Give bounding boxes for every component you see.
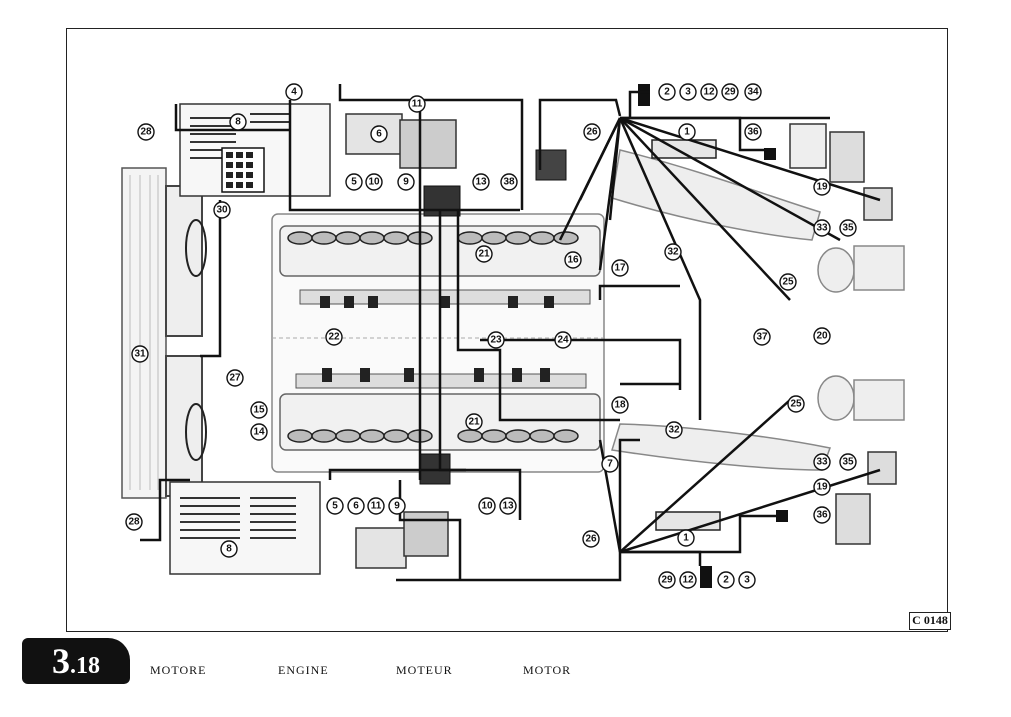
callout-label: 35 [842, 457, 854, 468]
callout-label: 5 [351, 177, 357, 188]
callout-label: 18 [614, 400, 626, 411]
callout-label: 31 [134, 349, 146, 360]
callout-label: 20 [816, 331, 828, 342]
fan-upper [165, 185, 203, 337]
callout-label: 6 [353, 501, 359, 512]
callout-label: 9 [403, 177, 409, 188]
callout-label: 26 [586, 127, 598, 138]
callout-label: 16 [567, 255, 579, 266]
callout-label: 11 [371, 501, 382, 512]
control-unit-lower [169, 481, 321, 575]
callout-label: 3 [685, 87, 691, 98]
callout-label: 34 [747, 87, 759, 98]
callout-label: 19 [816, 482, 828, 493]
section-minor: .18 [70, 653, 100, 679]
fan-lower [165, 355, 203, 497]
radiator [121, 167, 167, 499]
callout-label: 30 [216, 205, 228, 216]
callout-label: 29 [724, 87, 736, 98]
throttle-body-lower [355, 527, 407, 569]
exhaust-system [611, 149, 905, 471]
callout-label: 4 [291, 87, 297, 98]
connector-block-bottom [700, 566, 712, 588]
callout-label: 36 [816, 510, 828, 521]
callout-label: 1 [683, 533, 689, 544]
callout-label: 21 [478, 249, 490, 260]
callouts [125, 83, 857, 589]
callout-label: 22 [328, 332, 340, 343]
callout-label: 32 [668, 425, 680, 436]
callout-label: 33 [816, 223, 828, 234]
callout-label: 14 [253, 427, 265, 438]
callout-label: 2 [664, 87, 670, 98]
callout-label: 32 [667, 247, 679, 258]
callout-label: 7 [607, 459, 613, 470]
diagram-frame [66, 28, 948, 632]
callout-label: 26 [585, 534, 597, 545]
caption-italian: MOTORE [150, 663, 207, 677]
callout-label: 8 [235, 117, 241, 128]
callout-label: 13 [475, 177, 487, 188]
callout-label: 25 [790, 399, 802, 410]
caption-spanish: MOTOR [523, 663, 572, 677]
callout-label: 2 [723, 575, 729, 586]
callout-label: 28 [140, 127, 152, 138]
distributor-upper [423, 185, 461, 217]
callout-label: 15 [253, 405, 265, 416]
callout-label: 17 [614, 263, 626, 274]
callout-label: 23 [490, 335, 502, 346]
callout-label: 28 [128, 517, 140, 528]
caption-french: MOTEUR [396, 663, 453, 677]
callout-label: 25 [782, 277, 794, 288]
callout-label: 24 [557, 335, 569, 346]
caption-english: ENGINE [278, 663, 329, 677]
callout-label: 9 [394, 501, 400, 512]
callout-label: 35 [842, 223, 854, 234]
callout-label: 38 [503, 177, 515, 188]
section-major: 3 [52, 641, 70, 681]
callout-label: 12 [682, 575, 694, 586]
connector-block-top [638, 84, 650, 106]
callout-label: 1 [684, 127, 690, 138]
callout-label: 6 [376, 129, 382, 140]
callout-label: 27 [229, 373, 241, 384]
callout-label: 37 [756, 332, 768, 343]
callout-label: 10 [368, 177, 380, 188]
callout-label: 3 [744, 575, 750, 586]
callout-label: 8 [226, 544, 232, 555]
callout-label: 29 [661, 575, 673, 586]
callout-label: 19 [816, 182, 828, 193]
callout-label: 21 [468, 417, 480, 428]
callout-label: 13 [502, 501, 514, 512]
callout-label: 12 [703, 87, 715, 98]
drawing-code: C 0148 [909, 612, 951, 630]
callout-label: 33 [816, 457, 828, 468]
callout-label: 5 [332, 501, 338, 512]
section-number-tab: 3.18 [22, 638, 130, 684]
callout-label: 36 [747, 127, 759, 138]
callout-label: 11 [412, 99, 423, 110]
callout-label: 10 [481, 501, 493, 512]
